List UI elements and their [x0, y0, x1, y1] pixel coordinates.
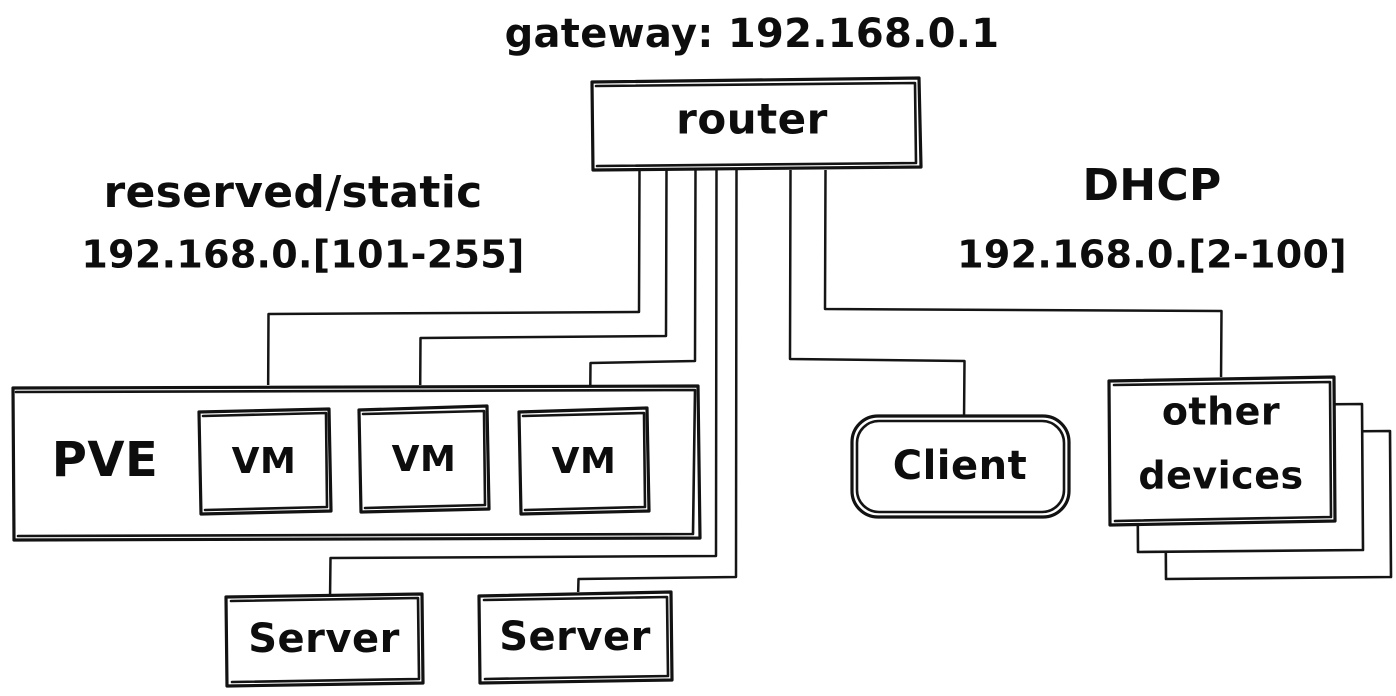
- router-label: router: [676, 95, 828, 144]
- vm2-box-outline-a: [357, 404, 491, 514]
- connector-router-to-client: [788, 168, 966, 424]
- node-other-devices[interactable]: other devices: [1107, 375, 1393, 581]
- connector-router-to-vm2: [418, 168, 668, 419]
- pve-box-outline-a: [11, 384, 702, 542]
- server2-box-outline-b: [482, 595, 670, 681]
- other-devices-card-1-outline-a: [1107, 375, 1337, 527]
- vm1-box-outline-b: [201, 411, 329, 512]
- vm3-box-fill: [518, 408, 648, 514]
- annotation-dhcp-range: 192.168.0.[2-100]: [957, 233, 1347, 277]
- router-box-outline-a: [590, 76, 923, 172]
- vm1-box-outline-a: [197, 407, 333, 516]
- connector-router-to-other-devices: [823, 168, 1223, 386]
- client-box-outline-b: [855, 419, 1066, 514]
- annotation-dhcp-title: DHCP: [1082, 160, 1221, 211]
- vm2-box-fill: [358, 406, 488, 512]
- router-box-fill: [590, 78, 920, 170]
- client-box-fill: [851, 415, 1070, 518]
- node-vm2[interactable]: VM: [357, 404, 491, 514]
- connector-layer: [266, 168, 1223, 602]
- node-server1[interactable]: Server: [224, 592, 425, 688]
- vm2-label: VM: [392, 439, 457, 480]
- pve-label: PVE: [52, 432, 159, 488]
- vm1-label: VM: [232, 441, 297, 482]
- annotation-reserved-static-title: reserved/static: [104, 167, 483, 218]
- connector-router-to-vm1: [266, 168, 641, 422]
- node-client[interactable]: Client: [850, 414, 1071, 519]
- node-server2[interactable]: Server: [477, 590, 674, 685]
- node-vm3[interactable]: VM: [517, 406, 651, 516]
- node-vm1[interactable]: VM: [197, 407, 333, 516]
- other-devices-label-line1: other: [1162, 390, 1280, 434]
- node-router[interactable]: router: [590, 76, 923, 172]
- server1-box-outline-b: [229, 596, 421, 684]
- server2-box-outline-a: [477, 590, 674, 685]
- vm1-box-fill: [198, 409, 330, 513]
- server2-box-fill: [478, 592, 672, 683]
- client-box-outline-a: [850, 414, 1071, 519]
- router-box-outline-b: [594, 81, 918, 168]
- server1-box-fill: [225, 594, 423, 686]
- server1-box-outline-a: [224, 592, 425, 688]
- client-label: Client: [893, 443, 1028, 489]
- connector-router-to-vm3: [588, 168, 697, 421]
- other-devices-label-line2: devices: [1138, 454, 1303, 498]
- pve-box-outline-b: [14, 388, 697, 538]
- server1-label: Server: [248, 616, 400, 662]
- vm2-box-outline-b: [361, 409, 487, 510]
- connector-router-to-server2: [576, 168, 738, 600]
- other-devices-card-1-outline-b: [1112, 380, 1333, 523]
- vm3-box-outline-a: [517, 406, 651, 516]
- annotation-reserved-static-range: 192.168.0.[101-255]: [81, 233, 524, 277]
- vm3-box-outline-b: [521, 411, 647, 512]
- other-devices-card-1-fill: [1108, 377, 1335, 525]
- vm3-label: VM: [552, 441, 617, 482]
- annotation-gateway: gateway: 192.168.0.1: [505, 11, 1000, 57]
- server2-label: Server: [499, 614, 651, 660]
- connector-router-to-server1: [328, 168, 718, 602]
